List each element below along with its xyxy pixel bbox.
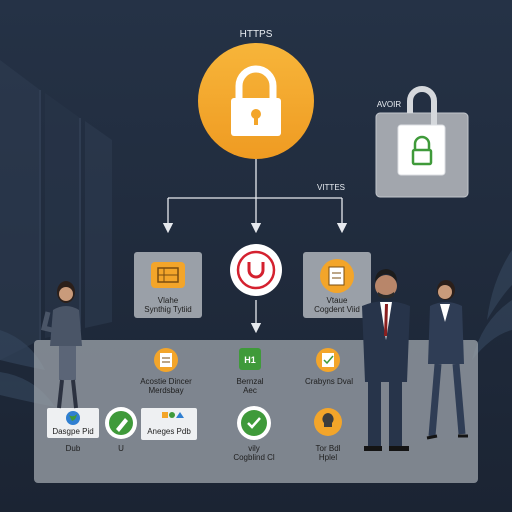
panel-item-7 [314, 408, 342, 436]
https-label: HTTPS [239, 29, 273, 40]
side-lock-shackle [407, 86, 437, 148]
person-man-center [362, 269, 410, 451]
person-woman-right [426, 280, 468, 440]
green-lock-icon [411, 148, 433, 166]
panel-item-3 [47, 408, 99, 438]
panel-item-0 [154, 348, 178, 372]
side-lock-label: AVOIR [376, 100, 402, 109]
panel-item-3-label1: Dasgpe Pid [52, 427, 94, 436]
orange-lightbulb-icon [322, 413, 334, 427]
top-node-right-label2: Cogdent Viid [314, 305, 360, 314]
panel-item-6-label2: Cogblind Cl [233, 453, 275, 462]
colorful-shapes-icon [162, 412, 168, 418]
side-lock-card [375, 86, 469, 198]
wall-panels [0, 60, 112, 360]
green-h1-icon [239, 348, 261, 370]
panel-item-1-label2: Aec [243, 386, 257, 395]
panel-item-2-label1: Crabyns Dval [304, 377, 353, 386]
top-node-center [230, 244, 282, 296]
panel-item-1 [239, 348, 261, 370]
panel-item-1-label1: Bernzal [236, 377, 264, 386]
panel-item-3-label2: Dub [65, 444, 81, 453]
panel-item-6 [237, 406, 271, 440]
panel-item-2 [316, 348, 340, 372]
panel-item-5 [141, 408, 197, 440]
panel-item-7-label1: Tor Bdl [315, 444, 341, 453]
top-node-right [303, 252, 371, 318]
orange-document-icon [328, 266, 345, 286]
secondary-protocol-label: VITTES [316, 183, 345, 192]
panel-item-4 [105, 407, 137, 439]
lock-shackle [235, 65, 277, 100]
top-node-left-label2: Synthig Tytiid [144, 305, 192, 314]
panel-item-6-label1: vily [248, 444, 260, 453]
panel-item-0-label1: Acostie Dincer [140, 377, 192, 386]
main-lock-node [198, 43, 314, 159]
orange-list-icon [160, 353, 172, 367]
panel-item-5-label1: Aneges Pdb [147, 427, 191, 436]
top-node-left [134, 252, 202, 318]
h1-badge-text: H1 [244, 355, 256, 365]
orange-checklist-icon [322, 353, 334, 367]
panel-item-0-label2: Merdsbay [148, 386, 184, 395]
panel-item-4-label1: U [118, 444, 124, 453]
person-woman-left [40, 281, 82, 409]
connectors [162, 159, 348, 334]
top-node-left-label1: Vlahe [157, 296, 179, 305]
red-u-logo-icon [247, 262, 265, 279]
top-node-right-label1: Vtaue [326, 296, 348, 305]
panel-item-7-label2: Hplel [318, 453, 338, 462]
